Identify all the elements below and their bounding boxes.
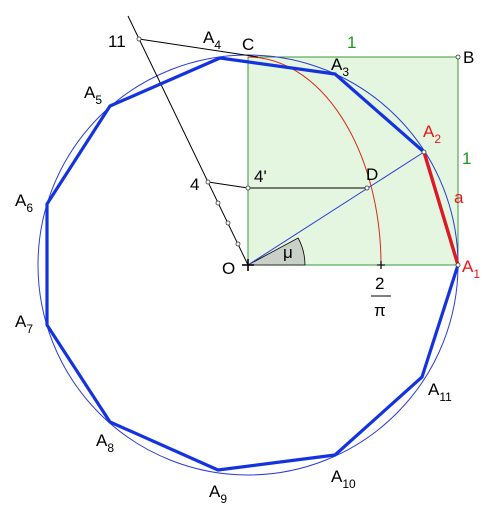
line-o-to-a2: [247, 151, 425, 266]
label-vertex-a4: A4: [203, 28, 221, 52]
line-four-to-four-prime: [207, 181, 249, 189]
label-four: 4: [190, 175, 199, 194]
label-vertex-a7: A7: [15, 312, 33, 336]
line-through-eleven: [127, 15, 249, 266]
hendecagon-polygon: [45, 56, 460, 472]
label-vertex-a10: A10: [331, 467, 356, 491]
label-mu: μ: [283, 243, 293, 262]
line-eleven-to-c: [138, 38, 259, 58]
label-frac-denominator: π: [374, 301, 386, 320]
two-over-pi-marker: [377, 261, 385, 269]
label-eleven: 11: [108, 32, 126, 51]
label-four-prime: 4': [254, 167, 267, 186]
origin-marker: [242, 259, 254, 271]
label-vertex-a9: A9: [209, 482, 227, 506]
label-vertex-a2: A2: [423, 122, 441, 146]
label-d: D: [366, 165, 378, 184]
side-a-segment: [422, 151, 460, 266]
label-vertex-a11: A11: [428, 380, 452, 404]
label-side-a: a: [454, 188, 464, 207]
label-c: C: [242, 35, 254, 54]
tick-points: [136, 36, 461, 268]
angle-mu-sector: [247, 237, 306, 266]
label-one-top: 1: [347, 33, 356, 52]
label-vertex-a8: A8: [96, 431, 114, 455]
arc-c-to-two-over-pi: [247, 56, 382, 266]
label-vertex-a6: A6: [15, 191, 33, 215]
label-one-right: 1: [462, 149, 471, 168]
label-b: B: [463, 48, 474, 67]
label-o: O: [222, 259, 235, 278]
label-vertex-a5: A5: [84, 83, 102, 107]
label-frac-numerator: 2: [375, 274, 384, 293]
label-vertex-a1: A1: [462, 257, 480, 281]
label-vertex-a3: A3: [331, 55, 349, 79]
